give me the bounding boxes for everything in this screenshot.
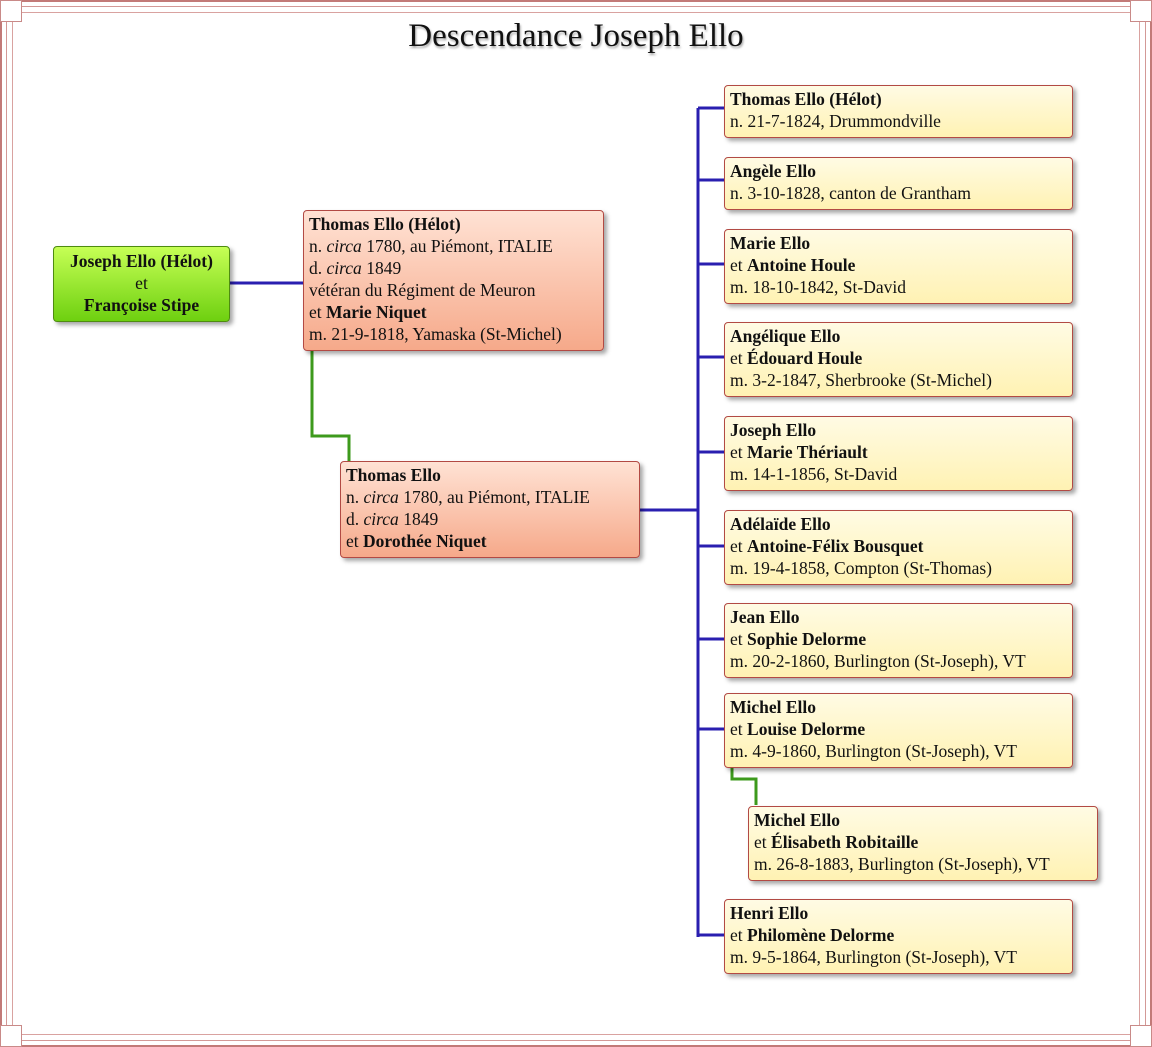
child-conjunction: et	[730, 925, 743, 945]
child-name: Joseph Ello	[730, 420, 817, 440]
gen1-box: Thomas Ello (Hélot) n. circa 1780, au Pi…	[303, 210, 604, 351]
grandchild-detail: m. 26-8-1883, Burlington (St-Joseph), VT	[754, 854, 1050, 874]
gen1-note: vétéran du Régiment de Meuron	[309, 280, 536, 300]
child-box: Adélaïde Ello et Antoine-Félix Bousquet …	[724, 510, 1073, 585]
child-spouse-line: et Antoine Houle	[730, 254, 1067, 276]
gen1-marriage: m. 21-9-1818, Yamaska (St-Michel)	[309, 324, 562, 344]
green-connectors	[310, 350, 758, 805]
grandchild-name: Michel Ello	[754, 810, 841, 830]
child-detail: n. 3-10-1828, canton de Grantham	[730, 183, 972, 203]
gen2-death: d. circa 1849	[346, 508, 634, 530]
child-box: Michel Ello et Louise Delorme m. 4-9-186…	[724, 693, 1073, 768]
child-name: Thomas Ello (Hélot)	[730, 89, 882, 109]
child-box: Joseph Ello et Marie Thériault m. 14-1-1…	[724, 416, 1073, 491]
gen2-spouse: Dorothée Niquet	[363, 531, 487, 551]
frame-corner-top-left	[0, 0, 22, 22]
child-conjunction: et	[730, 719, 743, 739]
page-title: Descendance Joseph Ello	[408, 18, 744, 54]
root-couple-box: Joseph Ello (Hélot) et Françoise Stipe	[53, 246, 230, 322]
child-spouse: Antoine-Félix Bousquet	[747, 536, 924, 556]
child-name: Angèle Ello	[730, 161, 817, 181]
child-detail: m. 19-4-1858, Compton (St-Thomas)	[730, 558, 992, 578]
child-spouse: Louise Delorme	[747, 719, 866, 739]
child-box: Marie Ello et Antoine Houle m. 18-10-184…	[724, 229, 1073, 304]
root-conjunction: et	[135, 273, 148, 293]
child-spouse-line: et Sophie Delorme	[730, 628, 1067, 650]
child-name: Marie Ello	[730, 233, 811, 253]
gen1-death: d. circa 1849	[309, 257, 598, 279]
child-box: Angèle Ello n. 3-10-1828, canton de Gran…	[724, 157, 1073, 210]
gen1-to-gen2-line	[310, 350, 351, 462]
gen2-name: Thomas Ello	[346, 465, 441, 485]
gen2-birth: n. circa 1780, au Piémont, ITALIE	[346, 486, 634, 508]
gen1-birth-circa: circa	[326, 236, 362, 256]
child-spouse-line: et Marie Thériault	[730, 441, 1067, 463]
child-conjunction: et	[730, 255, 743, 275]
child-detail: m. 4-9-1860, Burlington (St-Joseph), VT	[730, 741, 1017, 761]
grandchild-spouse-line: et Élisabeth Robitaille	[754, 831, 1092, 853]
child-spouse-line: et Philomène Delorme	[730, 924, 1067, 946]
inner-frame	[12, 12, 1140, 1035]
child-name: Angélique Ello	[730, 326, 841, 346]
gen2-box: Thomas Ello n. circa 1780, au Piémont, I…	[340, 461, 640, 558]
child-detail: m. 3-2-1847, Sherbrooke (St-Michel)	[730, 370, 992, 390]
gen1-name: Thomas Ello (Hélot)	[309, 214, 461, 234]
child-box: Henri Ello et Philomène Delorme m. 9-5-1…	[724, 899, 1073, 974]
grandchild-conjunction: et	[754, 832, 767, 852]
child-detail: m. 9-5-1864, Burlington (St-Joseph), VT	[730, 947, 1017, 967]
gen1-birth-prefix: n.	[309, 236, 323, 256]
child-detail: m. 14-1-1856, St-David	[730, 464, 898, 484]
root-name: Joseph Ello (Hélot)	[70, 251, 213, 271]
gen2-death-rest: 1849	[403, 509, 439, 529]
gen2-birth-circa: circa	[363, 487, 399, 507]
child-spouse: Sophie Delorme	[747, 629, 867, 649]
child-name: Henri Ello	[730, 903, 809, 923]
blue-connectors	[230, 106, 724, 937]
root-spouse: Françoise Stipe	[83, 295, 200, 315]
grandchild-spouse: Élisabeth Robitaille	[771, 832, 919, 852]
child-spouse-line: et Édouard Houle	[730, 347, 1067, 369]
child-spouse-line: et Antoine-Félix Bousquet	[730, 535, 1067, 557]
gen1-death-prefix: d.	[309, 258, 323, 278]
child-name: Michel Ello	[730, 697, 817, 717]
gen2-death-prefix: d.	[346, 509, 360, 529]
gen1-spouse: Marie Niquet	[326, 302, 427, 322]
gen2-conjunction: et	[346, 531, 359, 551]
gen1-spouse-line: et Marie Niquet	[309, 301, 598, 323]
child-conjunction: et	[730, 629, 743, 649]
child-box: Thomas Ello (Hélot) n. 21-7-1824, Drummo…	[724, 85, 1073, 138]
child-detail: m. 18-10-1842, St-David	[730, 277, 906, 297]
gen2-spouse-line: et Dorothée Niquet	[346, 530, 634, 552]
child-detail: m. 20-2-1860, Burlington (St-Joseph), VT	[730, 651, 1026, 671]
gen2-birth-rest: 1780, au Piémont, ITALIE	[403, 487, 590, 507]
child-spouse: Antoine Houle	[747, 255, 856, 275]
gen1-birth: n. circa 1780, au Piémont, ITALIE	[309, 235, 598, 257]
child-box: Angélique Ello et Édouard Houle m. 3-2-1…	[724, 322, 1073, 397]
child-box: Jean Ello et Sophie Delorme m. 20-2-1860…	[724, 603, 1073, 678]
grandchild-box: Michel Ello et Élisabeth Robitaille m. 2…	[748, 806, 1098, 881]
gen1-death-circa: circa	[326, 258, 362, 278]
gen1-conjunction: et	[309, 302, 322, 322]
child-spouse: Marie Thériault	[747, 442, 868, 462]
child-to-grandchild-line	[730, 768, 758, 805]
gen1-death-rest: 1849	[366, 258, 402, 278]
middle-frame	[6, 6, 1146, 1041]
child-name: Adélaïde Ello	[730, 514, 831, 534]
gen2-death-circa: circa	[363, 509, 399, 529]
child-spouse: Philomène Delorme	[747, 925, 895, 945]
child-spouse: Édouard Houle	[747, 348, 863, 368]
child-detail: n. 21-7-1824, Drummondville	[730, 111, 941, 131]
child-spouse-line: et Louise Delorme	[730, 718, 1067, 740]
gen1-birth-rest: 1780, au Piémont, ITALIE	[366, 236, 553, 256]
child-conjunction: et	[730, 536, 743, 556]
gen2-birth-prefix: n.	[346, 487, 360, 507]
child-conjunction: et	[730, 348, 743, 368]
child-conjunction: et	[730, 442, 743, 462]
child-name: Jean Ello	[730, 607, 800, 627]
